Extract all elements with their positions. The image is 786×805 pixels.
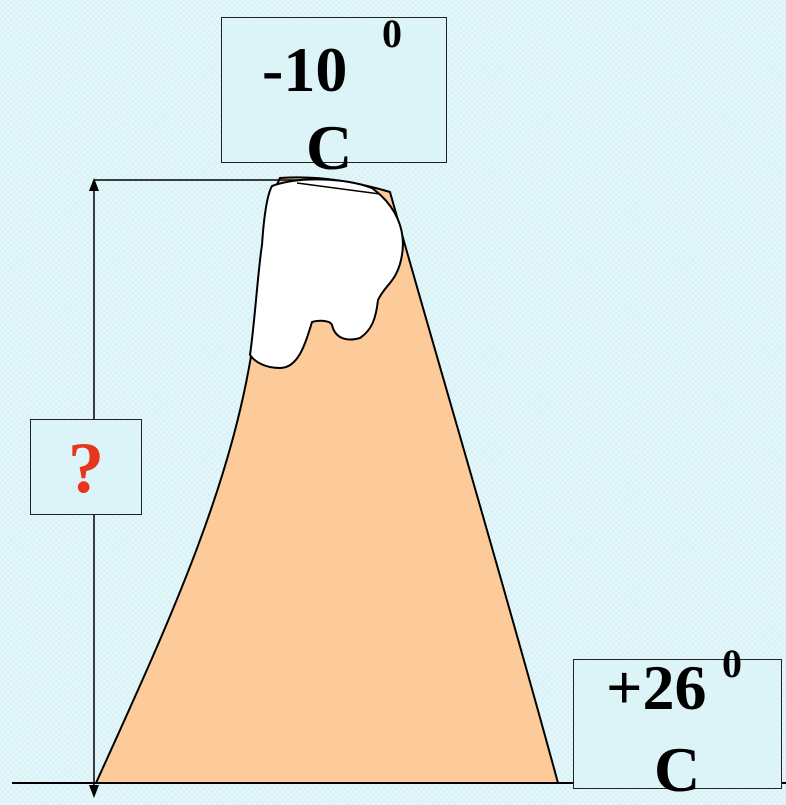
- snow-cap: [248, 178, 404, 370]
- base-temperature-value: +26: [606, 652, 707, 723]
- base-temperature-box: +26 0 C: [573, 644, 782, 802]
- base-temperature-unit: C: [654, 734, 701, 805]
- height-arrow-up: [89, 178, 99, 191]
- height-arrow-down: [89, 785, 99, 798]
- unknown-height-label: ?: [68, 428, 104, 508]
- summit-degree-superscript: 0: [382, 11, 402, 56]
- summit-temperature-value: -10: [262, 34, 348, 105]
- base-degree-superscript: 0: [722, 641, 742, 686]
- snow-ridge: [296, 182, 381, 195]
- unknown-height-box: ?: [30, 419, 142, 515]
- mountain: [94, 176, 560, 784]
- summit-temperature-box: -10 0 C: [221, 11, 447, 180]
- summit-temperature-unit: C: [306, 112, 353, 183]
